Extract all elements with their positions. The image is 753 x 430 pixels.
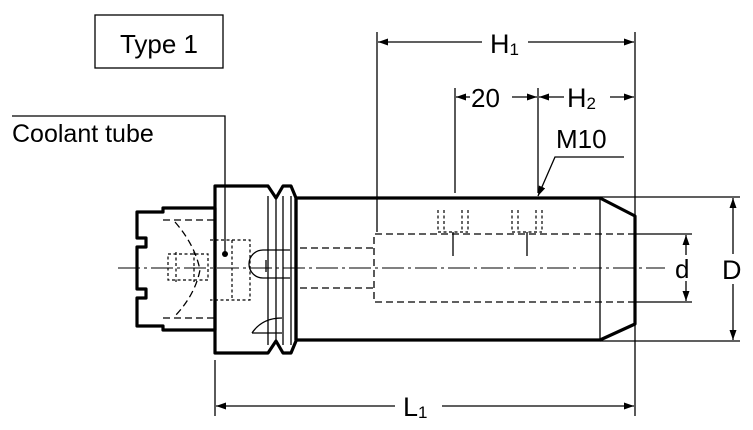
svg-text:H1: H1 — [490, 29, 519, 59]
l1-letter: L — [403, 392, 418, 422]
spacing-value: 20 — [471, 83, 500, 113]
thread-callout: M10 — [537, 124, 624, 197]
bore-dimension: d — [675, 235, 690, 301]
h2-dimension: H2 — [539, 83, 634, 113]
svg-text:L1: L1 — [403, 392, 428, 422]
thread-label: M10 — [556, 124, 607, 154]
set-screw-hole-2 — [511, 210, 543, 256]
coolant-leader-dot — [222, 251, 228, 257]
hidden-features — [163, 210, 635, 319]
spacing-dimension: 20 — [456, 83, 537, 113]
type-box: Type 1 — [94, 14, 224, 69]
l1-subscript: 1 — [418, 403, 427, 422]
h1-dimension: H1 — [378, 29, 634, 59]
svg-text:H2: H2 — [567, 83, 596, 113]
coolant-tube-callout: Coolant tube — [12, 115, 228, 257]
l1-dimension: L1 — [216, 392, 634, 422]
h2-subscript: 2 — [587, 94, 596, 113]
coolant-tube-label: Coolant tube — [12, 120, 154, 148]
h1-subscript: 1 — [510, 40, 519, 59]
type-label: Type 1 — [120, 29, 198, 59]
h1-letter: H — [490, 29, 510, 59]
tool-holder-body — [135, 184, 637, 355]
diameter-label: D — [722, 255, 742, 285]
taper-shank — [135, 206, 217, 332]
coolant-leader-line — [12, 115, 226, 252]
main-body — [294, 196, 637, 342]
h2-letter: H — [567, 83, 587, 113]
bore-label: d — [675, 254, 689, 284]
set-screw-hole-1 — [437, 210, 469, 256]
extension-lines — [214, 32, 740, 416]
diameter-dimension: D — [722, 198, 742, 340]
